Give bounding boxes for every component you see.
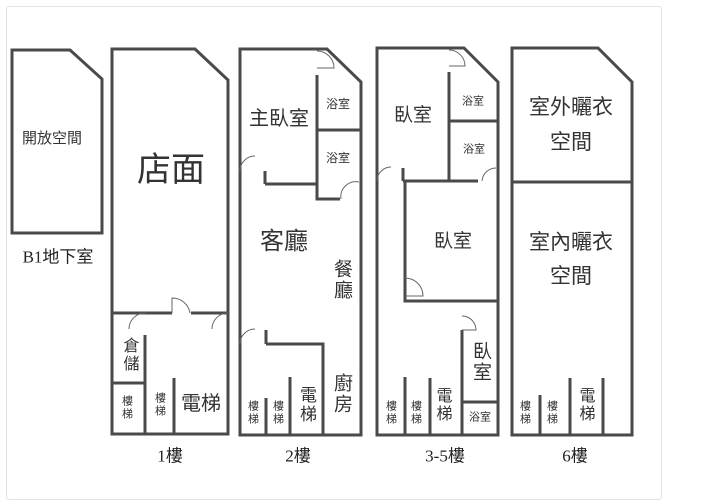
- f6-outline: [510, 46, 634, 437]
- room-bath: 浴室: [469, 410, 491, 424]
- room-bath: 浴室: [326, 150, 350, 165]
- room-elevator: 電梯: [181, 391, 221, 415]
- room-bedroom: 臥室: [470, 341, 492, 383]
- room-stair: 樓梯: [546, 399, 559, 426]
- room-stair: 樓梯: [272, 399, 285, 426]
- room-open-space: 開放空間: [22, 129, 82, 147]
- room-storage: 倉儲: [121, 337, 140, 373]
- plan-title-6f: 6樓: [562, 447, 588, 466]
- room-stair: 樓梯: [519, 399, 532, 426]
- room-living: 客廳: [260, 227, 308, 255]
- door: [239, 50, 360, 345]
- plan-title-1f: 1樓: [157, 447, 183, 466]
- b1-outline: [10, 48, 104, 235]
- room-bedroom: 臥室: [394, 104, 432, 126]
- room-indoor-drying-line2: 空間: [550, 264, 592, 288]
- f6-walls: [512, 180, 632, 435]
- f3-5-outline: [375, 46, 500, 437]
- door: [128, 297, 229, 330]
- room-elevator: 電梯: [296, 386, 317, 424]
- room-stair: 樓梯: [121, 394, 134, 421]
- room-elevator: 電梯: [577, 387, 596, 423]
- f1-outline: [110, 47, 230, 436]
- plan-title-b1: B1地下室: [23, 248, 94, 267]
- room-stair: 樓梯: [247, 399, 260, 426]
- f3-5-walls: [401, 72, 498, 435]
- f2-walls: [263, 75, 361, 435]
- door: [376, 49, 497, 331]
- plan-title-3-5f: 3-5樓: [425, 447, 465, 466]
- plan-6f: 室外曬衣 空間 室內曬衣 空間 樓梯 樓梯 電梯 6樓: [510, 46, 634, 466]
- room-bath: 浴室: [463, 142, 485, 156]
- room-outdoor-drying-line2: 空間: [550, 130, 592, 154]
- room-dining: 餐廳: [331, 259, 353, 301]
- room-stair: 樓梯: [154, 391, 167, 418]
- room-stair: 樓梯: [410, 399, 423, 426]
- room-indoor-drying: 室內曬衣: [529, 230, 613, 254]
- room-bedroom: 臥室: [434, 230, 472, 252]
- f2-outline: [238, 47, 363, 437]
- room-master-bedroom: 主臥室: [249, 106, 309, 130]
- plan-3-5f: 臥室 浴室 浴室 臥室 臥室 浴室 樓梯 樓梯 電梯 3-5樓: [375, 46, 500, 466]
- plan-2f: 主臥室 浴室 浴室 客廳 餐廳 廚房 樓梯 樓梯 電梯 2樓: [238, 47, 363, 466]
- room-shop: 店面: [137, 150, 205, 190]
- room-bath: 浴室: [462, 94, 484, 108]
- plan-title-2f: 2樓: [285, 447, 311, 466]
- plan-b1: 開放空間 B1地下室: [10, 48, 104, 267]
- room-elevator: 電梯: [434, 387, 453, 423]
- room-kitchen: 廚房: [331, 372, 353, 415]
- room-stair: 樓梯: [385, 399, 398, 426]
- floor-plan-card: [6, 6, 662, 500]
- plan-1f: 店面 倉儲 樓梯 樓梯 電梯 1樓: [110, 47, 230, 466]
- room-outdoor-drying: 室外曬衣: [529, 95, 613, 119]
- room-bath: 浴室: [326, 96, 350, 111]
